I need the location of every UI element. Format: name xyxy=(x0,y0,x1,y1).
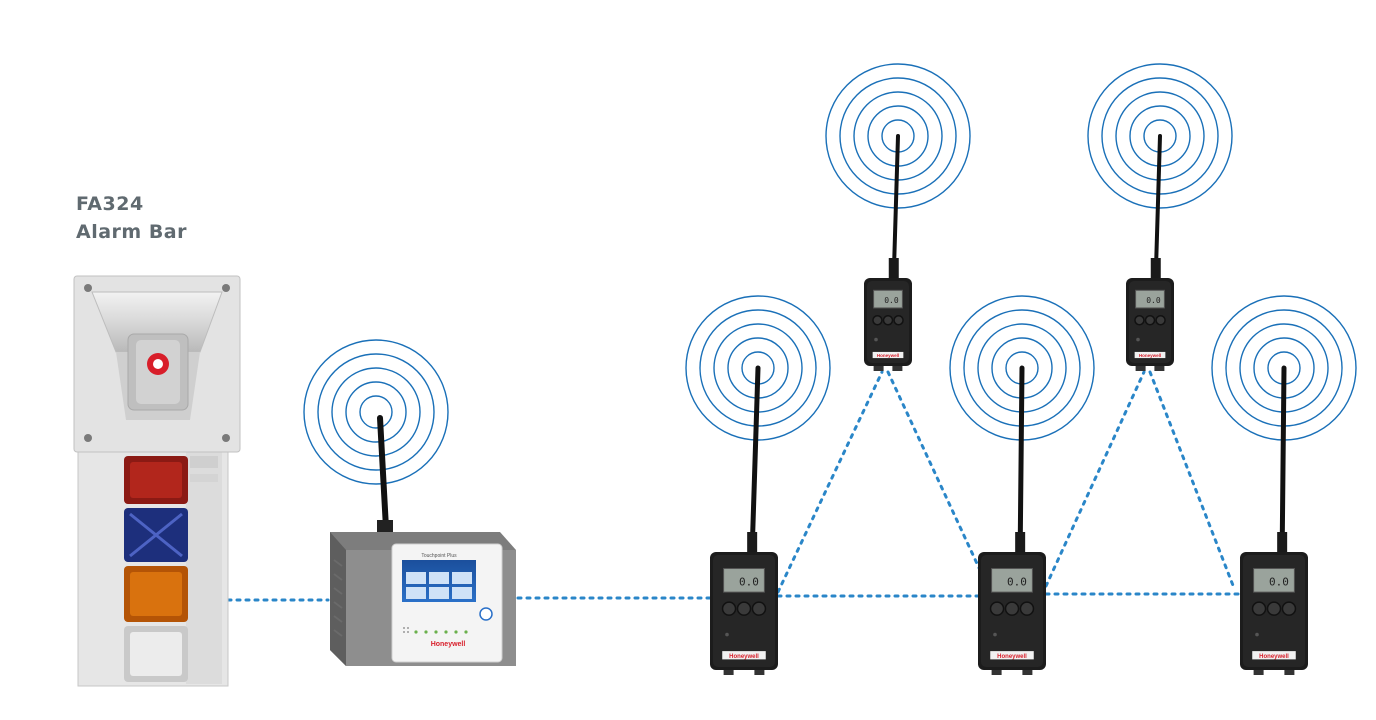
detector-button xyxy=(989,601,1005,616)
detector-button xyxy=(1266,601,1282,616)
detector-reading: 0.0 xyxy=(1007,576,1027,589)
detector-brand: Honeywell xyxy=(1139,353,1161,358)
antenna-icon xyxy=(377,415,389,531)
antenna-icon xyxy=(891,134,900,278)
detector-brand: Honeywell xyxy=(877,353,899,358)
detector-button xyxy=(872,314,883,326)
detector-reading: 0.0 xyxy=(739,576,759,589)
detector-button xyxy=(1251,601,1267,616)
alarm-horn-icon xyxy=(73,275,241,453)
controller-device: Touchpoint Plus Honeywell xyxy=(330,415,516,666)
detector-button xyxy=(1134,314,1145,326)
controller-brand: Honeywell xyxy=(431,641,466,648)
title-line-model: FA324 xyxy=(76,193,144,215)
detector-button xyxy=(1155,314,1166,326)
link-detector-3-detector-4 xyxy=(1044,370,1146,588)
link-detector-4-detector-5 xyxy=(1148,370,1236,590)
antenna-icon xyxy=(1017,365,1025,553)
detector-brand: Honeywell xyxy=(997,654,1027,660)
antenna-icon xyxy=(1279,365,1287,553)
detector-button xyxy=(1019,601,1035,616)
detector-button xyxy=(1281,601,1297,616)
link-detector-1-detector-2 xyxy=(776,370,884,594)
detector-button xyxy=(721,601,737,616)
alarm-bar-device xyxy=(73,275,241,687)
detector-button xyxy=(893,314,904,326)
controller-screen-title: Touchpoint Plus xyxy=(421,553,457,559)
detector-button xyxy=(751,601,767,616)
detector-button xyxy=(882,314,894,326)
gas-detectors: 0.0Honeywell0.0Honeywell0.0Honeywell0.0H… xyxy=(710,134,1308,675)
radio-waves xyxy=(303,63,1357,485)
detector-brand: Honeywell xyxy=(1259,654,1289,660)
title-line-name: Alarm Bar xyxy=(76,221,187,243)
beacon-icon xyxy=(124,456,188,682)
detector-reading: 0.0 xyxy=(884,296,899,305)
antenna-icon xyxy=(749,365,761,553)
wireless-links xyxy=(226,370,1242,602)
detector-brand: Honeywell xyxy=(729,654,759,660)
antenna-icon xyxy=(1153,134,1162,278)
detector-button xyxy=(1004,601,1020,616)
detector-button xyxy=(1144,314,1156,326)
detector-button xyxy=(736,601,752,616)
detector-reading: 0.0 xyxy=(1146,296,1161,305)
link-detector-2-detector-3 xyxy=(886,370,982,572)
diagram-title: FA324 Alarm Bar xyxy=(76,190,187,246)
radio-wave-icon xyxy=(303,339,449,485)
detector-reading: 0.0 xyxy=(1269,576,1289,589)
